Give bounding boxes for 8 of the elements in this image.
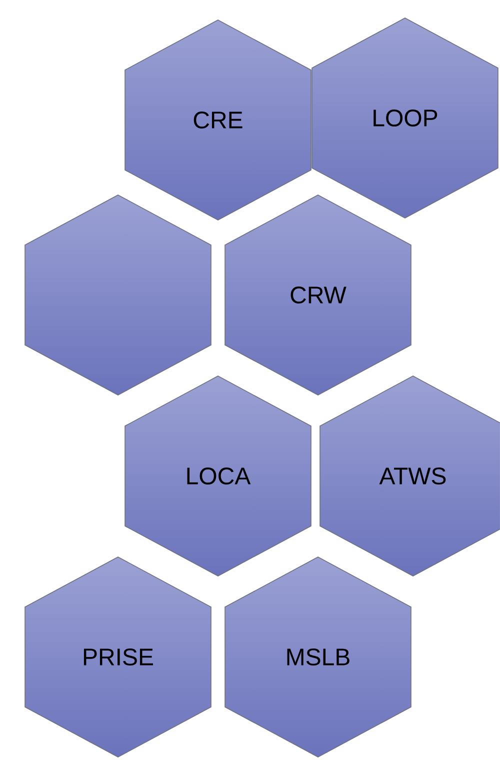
hexagon: ATWS bbox=[320, 376, 500, 576]
empty-hexagon bbox=[24, 194, 212, 396]
hexagon: PRISE bbox=[24, 556, 212, 758]
hexagon: LOOP bbox=[312, 18, 498, 218]
hexagon: MSLB bbox=[224, 556, 412, 758]
hexagon: CRW bbox=[224, 194, 412, 396]
hexagon: LOCA bbox=[124, 376, 312, 576]
hexagon: CRE bbox=[124, 20, 312, 220]
